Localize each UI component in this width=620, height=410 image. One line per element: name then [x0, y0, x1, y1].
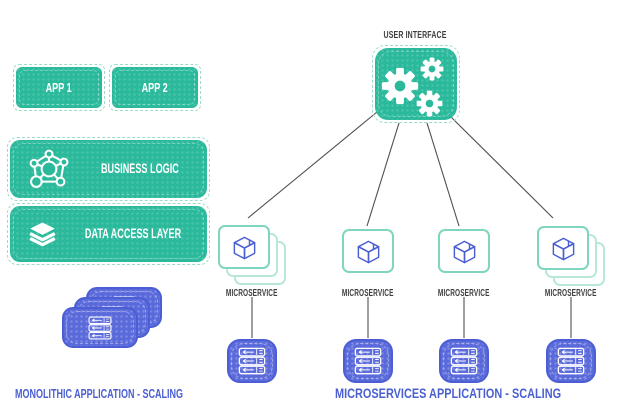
microservice-1-label: MICROSERVICE — [207, 283, 297, 301]
package-box-icon — [550, 235, 577, 262]
server-rack-icon — [237, 346, 267, 376]
microservices-caption: MICROSERVICES APPLICATION - SCALING — [335, 385, 620, 403]
monolith-server-card-front — [62, 307, 138, 348]
user-interface-label-text: USER INTERFACE — [383, 30, 447, 41]
microservice-1-card — [218, 225, 270, 269]
server-rack-icon — [353, 346, 383, 376]
package-box-icon — [231, 234, 258, 261]
data-access-label-wrap: DATA ACCESS LAYER — [59, 225, 207, 243]
monolithic-caption: MONOLITHIC APPLICATION - SCALING — [15, 385, 248, 403]
microservice-4-server-card — [546, 339, 596, 383]
data-access-label: DATA ACCESS LAYER — [84, 225, 182, 241]
microservice-2-card — [342, 229, 394, 273]
microservices-caption-text: MICROSERVICES APPLICATION - SCALING — [335, 385, 562, 401]
monolithic-caption-text: MONOLITHIC APPLICATION - SCALING — [15, 387, 183, 401]
microservice-3-label-text: MICROSERVICE — [438, 288, 490, 299]
microservice-2-label-text: MICROSERVICE — [342, 288, 394, 299]
server-rack-icon — [449, 346, 479, 376]
microservice-4-label: MICROSERVICE — [526, 283, 616, 301]
package-box-icon — [451, 238, 478, 265]
microservice-3-server-card — [439, 339, 489, 383]
gears-icon — [381, 57, 444, 117]
connector-line-ui-ms4 — [450, 116, 554, 219]
microservice-3-label: MICROSERVICE — [419, 283, 509, 301]
microservice-3-card — [438, 229, 490, 273]
microservice-2-label: MICROSERVICE — [323, 283, 413, 301]
microservice-4-label-text: MICROSERVICE — [545, 288, 597, 299]
connector-line-ui-ms1 — [247, 111, 378, 219]
microservice-1-server-card — [227, 339, 277, 383]
network-icon — [26, 146, 72, 192]
app2-label: APP 2 — [141, 80, 169, 95]
user-interface-label: USER INTERFACE — [355, 25, 475, 43]
business-logic-label: BUSINESS LOGIC — [100, 160, 179, 176]
user-interface-block — [372, 45, 460, 123]
app1-label: APP 1 — [45, 80, 73, 95]
data-access-block: DATA ACCESS LAYER — [7, 203, 210, 265]
server-rack-icon — [86, 315, 114, 341]
package-box-icon — [355, 238, 382, 265]
layers-icon — [26, 213, 59, 255]
microservice-1-label-text: MICROSERVICE — [226, 288, 278, 299]
connector-line-ui-ms2 — [366, 122, 400, 227]
app1-block: APP 1 — [13, 64, 105, 111]
server-rack-icon — [556, 346, 586, 376]
business-logic-block: BUSINESS LOGIC — [7, 137, 210, 201]
business-logic-label-wrap: BUSINESS LOGIC — [72, 160, 207, 178]
microservice-2-server-card — [343, 339, 393, 383]
connector-line-ui-ms3 — [426, 122, 460, 227]
app2-block: APP 2 — [109, 64, 201, 111]
microservice-4-card — [537, 226, 589, 270]
